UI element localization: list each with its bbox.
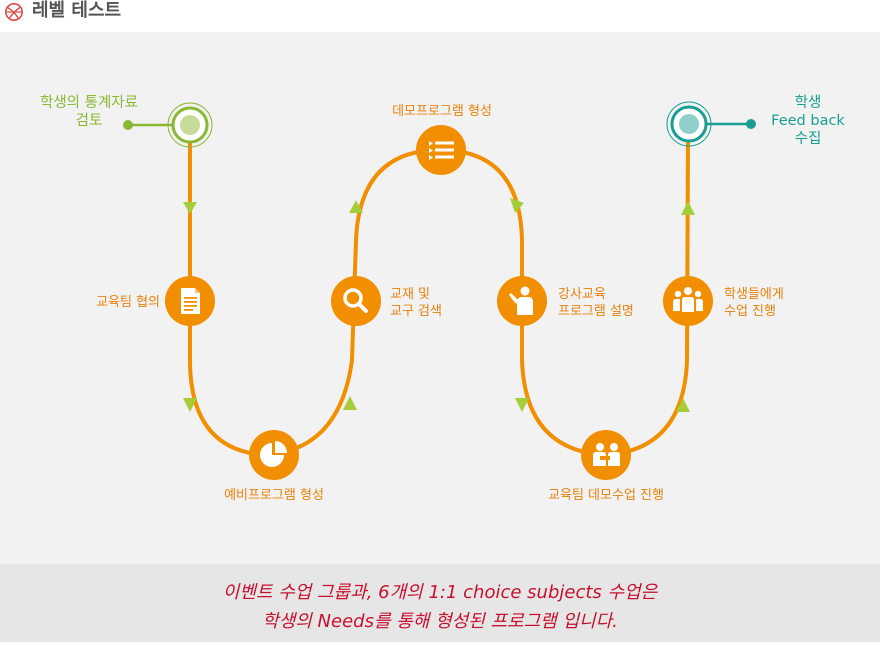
magnifier-icon <box>343 288 368 313</box>
flow-arrow-down-icon <box>183 202 197 214</box>
flow-arrow-up-icon <box>676 398 690 412</box>
list-icon <box>429 141 454 160</box>
flow-arrow-up-icon <box>343 396 357 410</box>
footer-note: 이벤트 수업 그룹과, 6개의 1:1 choice subjects 수업은 … <box>0 564 880 642</box>
step-label-team-demo: 교육팀 데모수업 진행 <box>548 488 664 503</box>
footer-line-1: 이벤트 수업 그룹과, 6개의 1:1 choice subjects 수업은 <box>222 582 658 603</box>
step-node-presenter <box>497 276 547 326</box>
document-icon <box>181 288 200 314</box>
step-label-pie-chart: 예비프로그램 형성 <box>224 488 324 503</box>
start-label: 학생의 통계자료 검토 <box>40 95 138 129</box>
flow-arrow-down-icon <box>510 198 524 213</box>
flow-arrow-down-icon <box>183 398 197 412</box>
step-label-list: 데모프로그램 형성 <box>392 104 492 119</box>
step-node-magnifier <box>331 276 381 326</box>
start-node <box>123 102 213 148</box>
footer-line-2: 학생의 Needs를 통해 형성된 프로그램 입니다. <box>262 611 618 632</box>
step-node-document <box>165 276 215 326</box>
step-label-magnifier: 교재 및 교구 검색 <box>390 287 442 319</box>
page-title: 레벨 테스트 <box>32 0 122 21</box>
process-flow-diagram <box>123 101 756 480</box>
step-node-team-demo <box>581 430 631 480</box>
step-node-group <box>663 276 713 326</box>
presenter-icon <box>509 286 533 315</box>
flow-arrow-up-icon <box>349 200 363 213</box>
end-label: 학생 Feed back 수집 <box>771 95 845 147</box>
team-demo-icon <box>593 443 620 466</box>
diagram-panel <box>0 32 880 564</box>
step-node-list <box>416 125 466 175</box>
pie-chart-icon <box>260 441 287 467</box>
flow-arrow-up-icon <box>681 201 695 215</box>
step-node-pie-chart <box>249 430 299 480</box>
step-label-group: 학생들에게 수업 진행 <box>724 287 784 319</box>
step-label-document: 교육팀 협의 <box>96 295 160 310</box>
step-label-presenter: 강사교육 프로그램 설명 <box>558 287 634 319</box>
basketball-icon <box>5 3 23 21</box>
group-icon <box>673 287 703 312</box>
header-bar: 레벨 테스트 <box>0 0 880 30</box>
flow-arrow-down-icon <box>515 398 529 412</box>
end-node <box>666 101 756 147</box>
